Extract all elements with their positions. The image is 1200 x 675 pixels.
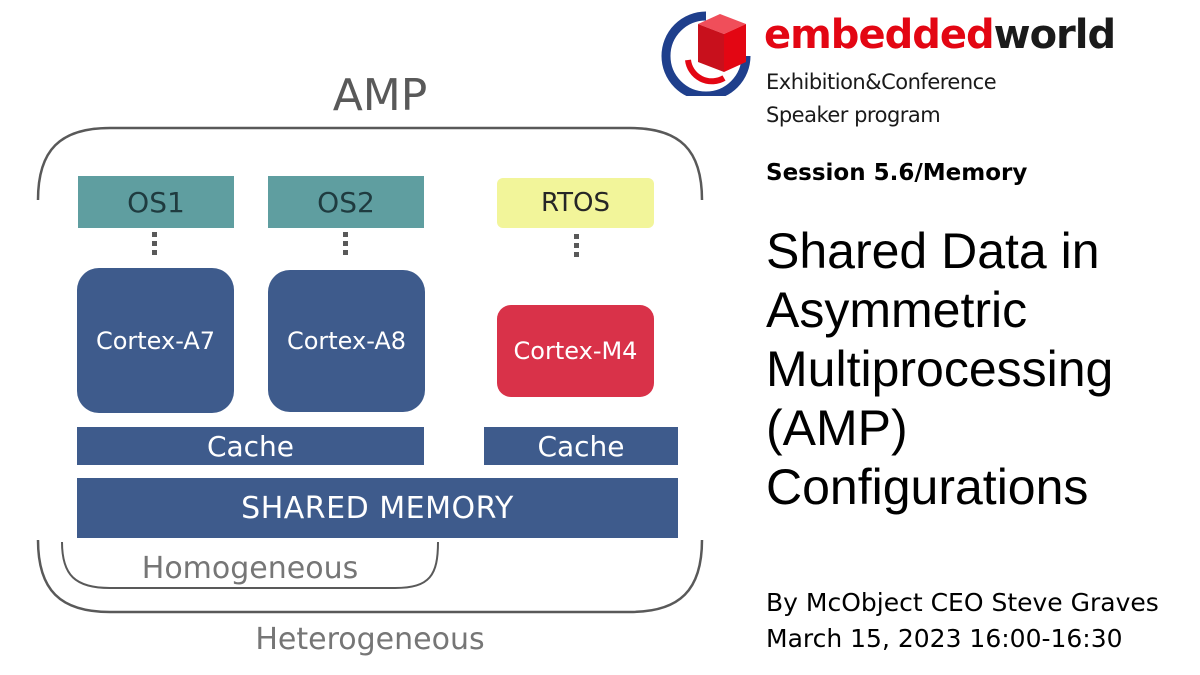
logo-word-red: embedded	[764, 12, 995, 58]
homogeneous-label: Homogeneous	[141, 551, 359, 586]
shared-memory: SHARED MEMORY	[77, 478, 678, 538]
os2-box: OS2	[268, 176, 424, 228]
amp-top-bracket	[36, 126, 704, 201]
core-cortex-a7: Cortex-A7	[77, 268, 234, 413]
heterogeneous-bracket	[36, 539, 704, 614]
session-label: Session 5.6/Memory	[766, 160, 1028, 186]
logo-word-black: world	[993, 12, 1117, 58]
core-cortex-a8: Cortex-A8	[268, 270, 425, 412]
logo-subline-1: Exhibition&Conference	[766, 70, 997, 94]
core-cortex-m4: Cortex-M4	[497, 305, 654, 397]
connector-os2	[343, 232, 349, 259]
logo-wordmark: embeddedworld	[764, 12, 1117, 58]
talk-title-line: Configurations	[766, 459, 1089, 515]
talk-title-line: (AMP)	[766, 400, 908, 456]
embeddedworld-logo-icon	[661, 11, 751, 96]
homogeneous-bracket	[61, 541, 439, 589]
connector-os1	[152, 232, 158, 259]
talk-title: Shared Data in Asymmetric Multiprocessin…	[766, 222, 1196, 517]
byline: By McObject CEO Steve Graves	[766, 588, 1159, 617]
os1-box: OS1	[78, 176, 234, 228]
amp-brackets	[36, 126, 704, 614]
talk-title-line: Multiprocessing	[766, 341, 1114, 397]
heterogeneous-label: Heterogeneous	[255, 622, 485, 657]
talk-title-line: Asymmetric	[766, 282, 1028, 338]
talk-title-line: Shared Data in	[766, 223, 1100, 279]
talk-datetime: March 15, 2023 16:00-16:30	[766, 624, 1123, 653]
logo-subline-2: Speaker program	[766, 103, 941, 127]
cache-m4: Cache	[484, 427, 678, 465]
rtos-box: RTOS	[497, 178, 654, 228]
amp-title: AMP	[332, 70, 428, 121]
cache-shared-a-cores: Cache	[77, 427, 424, 465]
connector-rtos	[574, 234, 580, 261]
